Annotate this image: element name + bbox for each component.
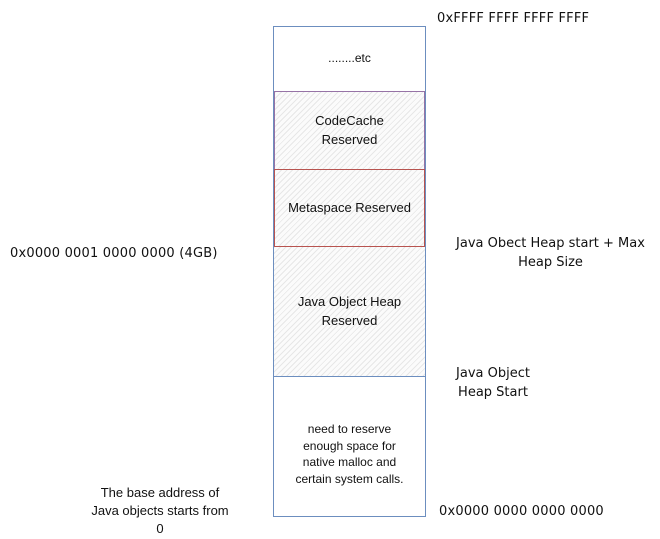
base-address-line-1: The base address of <box>100 485 220 500</box>
java-heap-line-2: Reserved <box>321 312 378 328</box>
heap-start-plus-max-line-1: Java Obect Heap start + Max <box>456 236 645 251</box>
region-java-heap: Java Object Heap Reserved <box>274 247 425 376</box>
address-4gb-label: 0x0000 0001 0000 0000 (4GB) <box>10 246 218 261</box>
native-line-3: native malloc and <box>302 455 397 470</box>
address-top-label: 0xFFFF FFFF FFFF FFFF <box>437 11 590 26</box>
base-address-note: The base address of Java objects starts … <box>70 484 250 538</box>
address-space-column: ........etc CodeCache Reserved Metaspace… <box>273 26 426 517</box>
region-native-label: need to reserve enough space for native … <box>295 391 403 487</box>
base-address-line-2: Java objects starts from <box>91 502 229 518</box>
heap-start-plus-max-label: Java Obect Heap start + Max Heap Size <box>443 235 658 273</box>
address-zero-label: 0x0000 0000 0000 0000 <box>439 504 604 519</box>
native-line-2: enough space for <box>303 438 396 453</box>
region-code-cache: CodeCache Reserved <box>274 91 425 169</box>
region-code-cache-label: CodeCache Reserved <box>315 112 384 150</box>
region-native-reserve: need to reserve enough space for native … <box>274 376 425 517</box>
native-line-1: need to reserve <box>307 422 392 436</box>
code-cache-line-1: CodeCache <box>315 112 384 128</box>
heap-start-plus-max-line-2: Heap Size <box>518 254 583 270</box>
heap-start-line-2: Heap Start <box>458 384 528 400</box>
heap-start-label: Java Object Heap Start <box>445 365 541 403</box>
region-metaspace: Metaspace Reserved <box>274 169 425 247</box>
region-etc: ........etc <box>274 27 425 91</box>
native-line-4: certain system calls. <box>295 471 404 486</box>
java-heap-line-1: Java Object Heap <box>297 293 402 309</box>
code-cache-line-2: Reserved <box>321 131 378 147</box>
region-metaspace-label: Metaspace Reserved <box>288 199 411 215</box>
region-etc-label: ........etc <box>328 51 371 66</box>
region-java-heap-label: Java Object Heap Reserved <box>298 293 401 331</box>
heap-start-line-1: Java Object <box>456 366 530 381</box>
base-address-line-3: 0 <box>156 520 164 536</box>
